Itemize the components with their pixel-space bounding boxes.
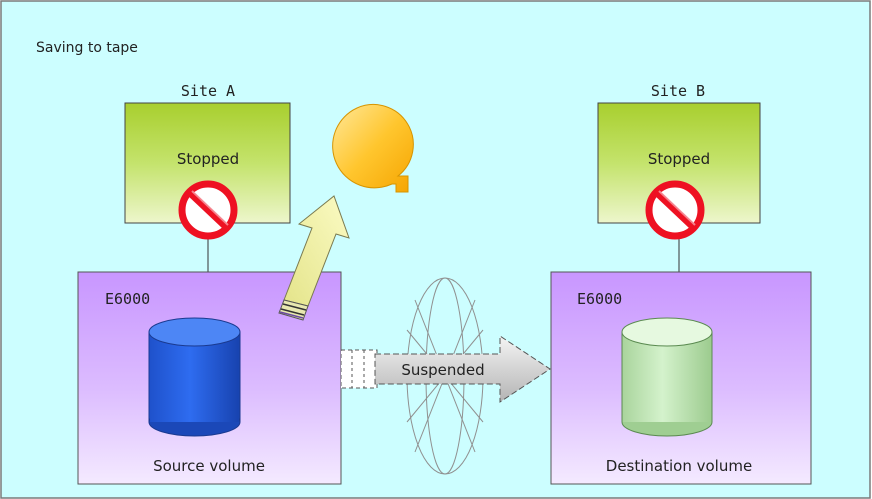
copy-to-tape-arrow-icon [278, 195, 350, 321]
storage-a-name: E6000 [105, 290, 150, 308]
destination-volume-label: Destination volume [606, 457, 752, 475]
suspended-label: Suspended [401, 361, 484, 379]
site-b-server-status: Stopped [648, 150, 710, 168]
storage-b-name: E6000 [577, 290, 622, 308]
tape-icon [332, 104, 414, 193]
diagram-title: Saving to tape [36, 40, 138, 56]
source-volume-label: Source volume [153, 457, 265, 475]
site-a-stop-sign-icon [178, 180, 238, 240]
site-a-server-status: Stopped [177, 150, 239, 168]
suspended-link-arrow-icon [340, 335, 551, 403]
destination-volume-cylinder-icon [621, 317, 713, 437]
site-a-label: Site A [181, 82, 235, 100]
site-b-label: Site B [651, 82, 705, 100]
source-volume-cylinder-icon [148, 317, 241, 437]
site-b-stop-sign-icon [645, 180, 705, 240]
